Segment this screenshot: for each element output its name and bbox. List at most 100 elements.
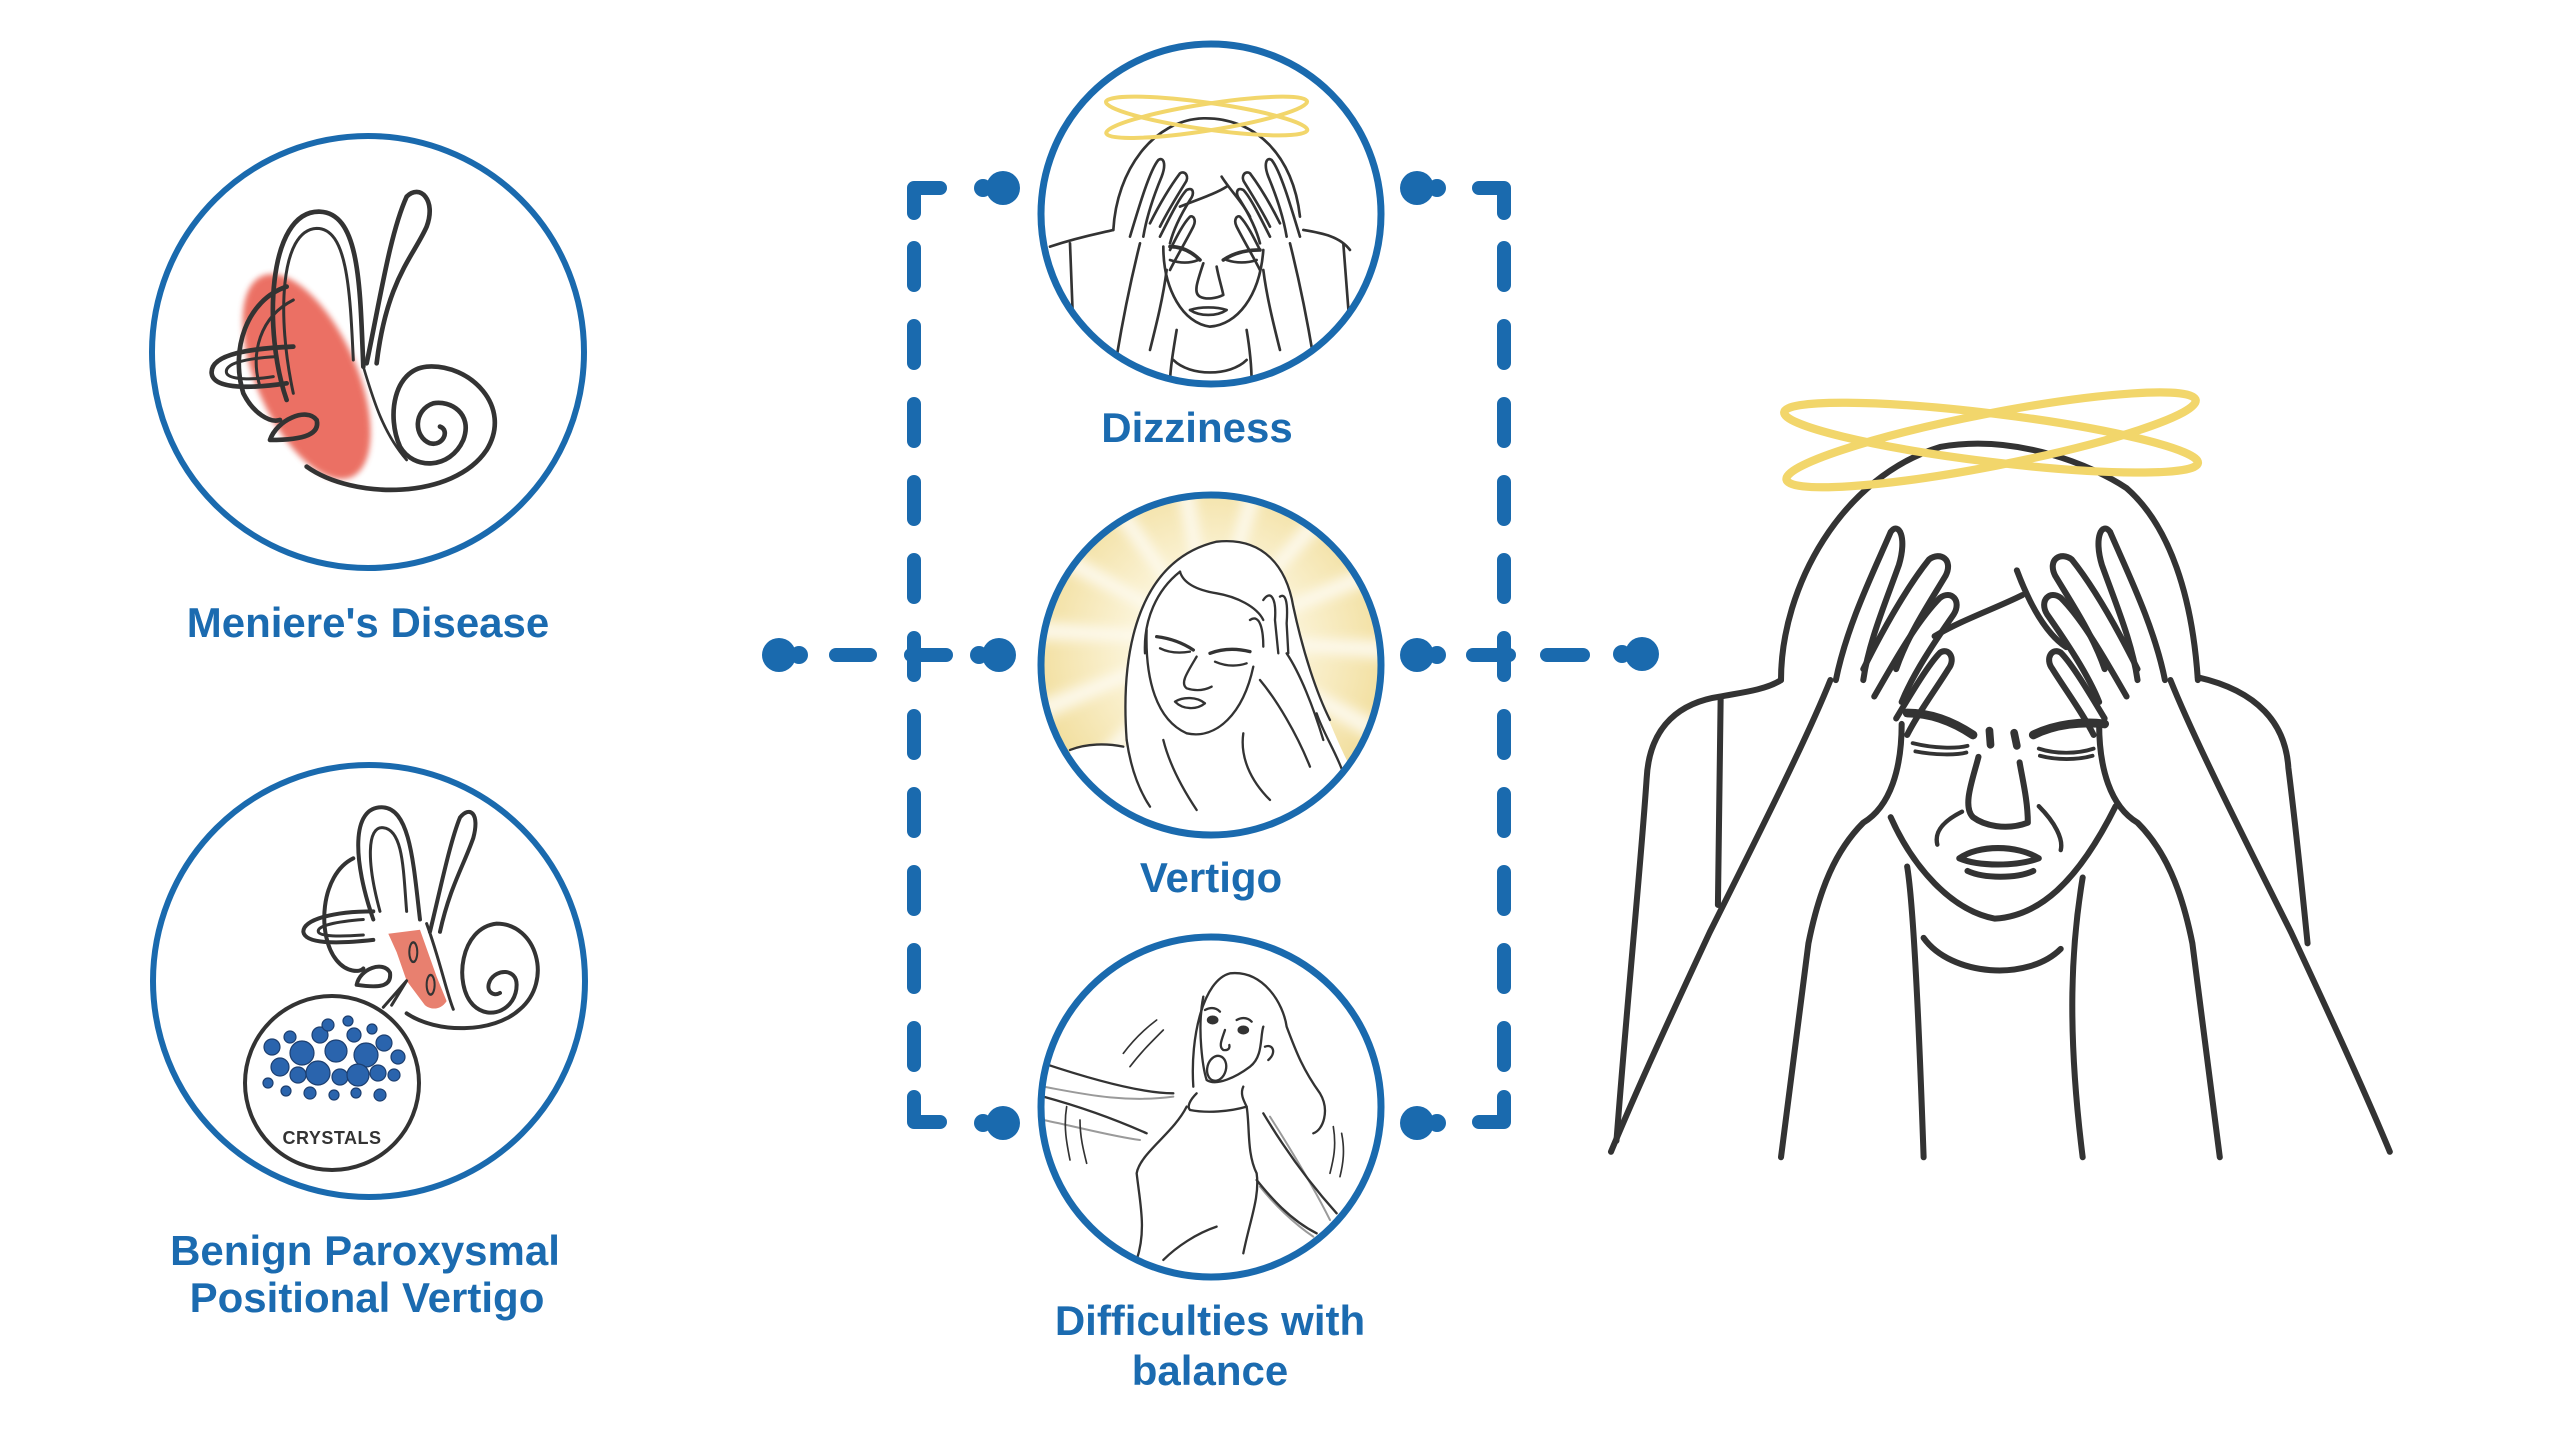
line-art-stroke <box>1428 1114 1446 1132</box>
left-eyebrow <box>1203 1007 1222 1013</box>
crystal-blob <box>353 1042 379 1068</box>
connector-dot <box>970 638 1016 672</box>
endolymphatic-duct <box>364 189 433 366</box>
right-eye-closed <box>1213 660 1248 667</box>
crystal-blob <box>321 1018 335 1032</box>
symptom-dizziness: Dizziness <box>1037 40 1385 451</box>
line-art-stroke <box>1115 241 1142 358</box>
superior-canal-inner <box>282 226 355 395</box>
inner-ear-inflamed-icon <box>209 189 498 493</box>
figure-fill <box>1069 541 1350 835</box>
vestibule-line <box>427 924 454 1010</box>
otolith-crystal <box>408 941 419 964</box>
line-art-stroke <box>1158 187 1195 245</box>
connector-dot <box>1400 638 1446 672</box>
connector-dot <box>1613 637 1659 671</box>
line-art-stroke <box>1832 525 1906 684</box>
line-art-stroke <box>1613 645 1631 663</box>
left-eye <box>1206 1015 1219 1025</box>
line-art-stroke <box>974 1114 992 1132</box>
symptom-label: Dizziness <box>1101 404 1292 451</box>
lateral-canal-inner <box>318 920 363 936</box>
neck-right <box>2069 874 2086 1161</box>
left-eye-closed <box>1168 258 1200 264</box>
line-art-stroke <box>1428 179 1446 197</box>
left-eyebrow <box>1154 634 1195 652</box>
line-art-stroke <box>1148 268 1168 352</box>
collar <box>1171 358 1248 374</box>
crystal-blob <box>311 1026 329 1044</box>
line-art-stroke <box>974 179 992 197</box>
cause-label-line-2: Positional Vertigo <box>190 1274 545 1321</box>
crystal-blob <box>280 1085 292 1097</box>
symptom-ring <box>1037 933 1385 1281</box>
endolymphatic-duct <box>430 812 475 932</box>
connector-dot <box>1400 171 1446 205</box>
line-art-stroke <box>762 638 796 672</box>
right-bracket-top-corner <box>1472 181 1511 220</box>
right-arm <box>1255 1112 1338 1235</box>
magnifier-pointer <box>383 981 406 1008</box>
torso-right <box>1242 1105 1259 1255</box>
line-art-stroke <box>1777 720 1905 1161</box>
cheek-lines <box>1934 804 2064 853</box>
symptom-ring <box>1037 40 1385 388</box>
symptom-label-line-2: balance <box>1132 1347 1288 1394</box>
cause-label: Meniere's Disease <box>187 599 550 646</box>
line-art-stroke <box>1860 553 1952 673</box>
line-art-stroke <box>790 646 808 664</box>
torso-left <box>1135 1105 1188 1262</box>
superior-canal <box>270 209 366 403</box>
hand-on-temple <box>1248 594 1290 655</box>
connector-dot <box>762 638 808 672</box>
left-bracket-top-corner <box>907 181 947 220</box>
symptom-label: Vertigo <box>1140 854 1282 901</box>
hair-part <box>2013 567 2070 651</box>
crystal-blob <box>366 1023 378 1035</box>
face-outline <box>1887 803 2119 922</box>
crystals-label: CRYSTALS <box>282 1128 381 1148</box>
crystal-blob <box>289 1040 315 1066</box>
left-eyebrow <box>1168 244 1202 262</box>
symptom-vertigo: Vertigo <box>1037 491 1385 901</box>
line-art-stroke <box>1871 591 1960 706</box>
right-eyebrow <box>1208 647 1252 655</box>
line-art-stroke <box>970 646 988 664</box>
left-eyebrow <box>1902 708 1978 740</box>
woman-holding-head-halo-icon <box>1048 94 1352 384</box>
cause-menieres-disease: Meniere's Disease <box>149 133 587 646</box>
line-art-stroke <box>1625 637 1659 671</box>
mouth-open <box>1205 1054 1228 1082</box>
right-eye-closed <box>2036 746 2096 761</box>
cause-bppv: CRYSTALS Benign Paroxysmal Positional Ve… <box>150 762 588 1321</box>
left-shoulder <box>1613 677 1785 1144</box>
mouth <box>1956 845 2042 880</box>
crystal-blob <box>324 1039 348 1063</box>
crystal-blob <box>390 1049 406 1065</box>
crystal-blob <box>270 1057 290 1077</box>
left-hand <box>1607 525 1960 1161</box>
crystal-cluster-icon <box>262 1015 406 1102</box>
hair-outline <box>1124 539 1332 742</box>
cause-label-line-1: Benign Paroxysmal <box>170 1227 560 1274</box>
mouth <box>1173 696 1207 710</box>
shoulder <box>1068 743 1125 752</box>
inner-ear-crystals-icon <box>303 807 537 1028</box>
head-outline <box>1777 440 2201 684</box>
lateral-canal <box>209 344 296 390</box>
right-bracket-bottom-corner <box>1472 1090 1511 1129</box>
symptom-label-line-1: Difficulties with <box>1055 1297 1365 1344</box>
crystal-blob <box>263 1038 281 1056</box>
crystal-blob <box>346 1063 370 1087</box>
right-eyebrow <box>1235 1017 1253 1023</box>
line-art-stroke <box>986 171 1020 205</box>
head-outline <box>1111 116 1302 232</box>
otolith-patch <box>388 929 447 1009</box>
arm-motion-trail <box>1268 1115 1331 1221</box>
motion-marks <box>1064 1019 1345 1178</box>
otolith-crystal <box>425 973 436 996</box>
posterior-canal <box>324 858 363 971</box>
nose <box>1182 655 1213 692</box>
arm-motion-trail <box>1042 1085 1175 1100</box>
line-art-stroke <box>1148 171 1189 228</box>
